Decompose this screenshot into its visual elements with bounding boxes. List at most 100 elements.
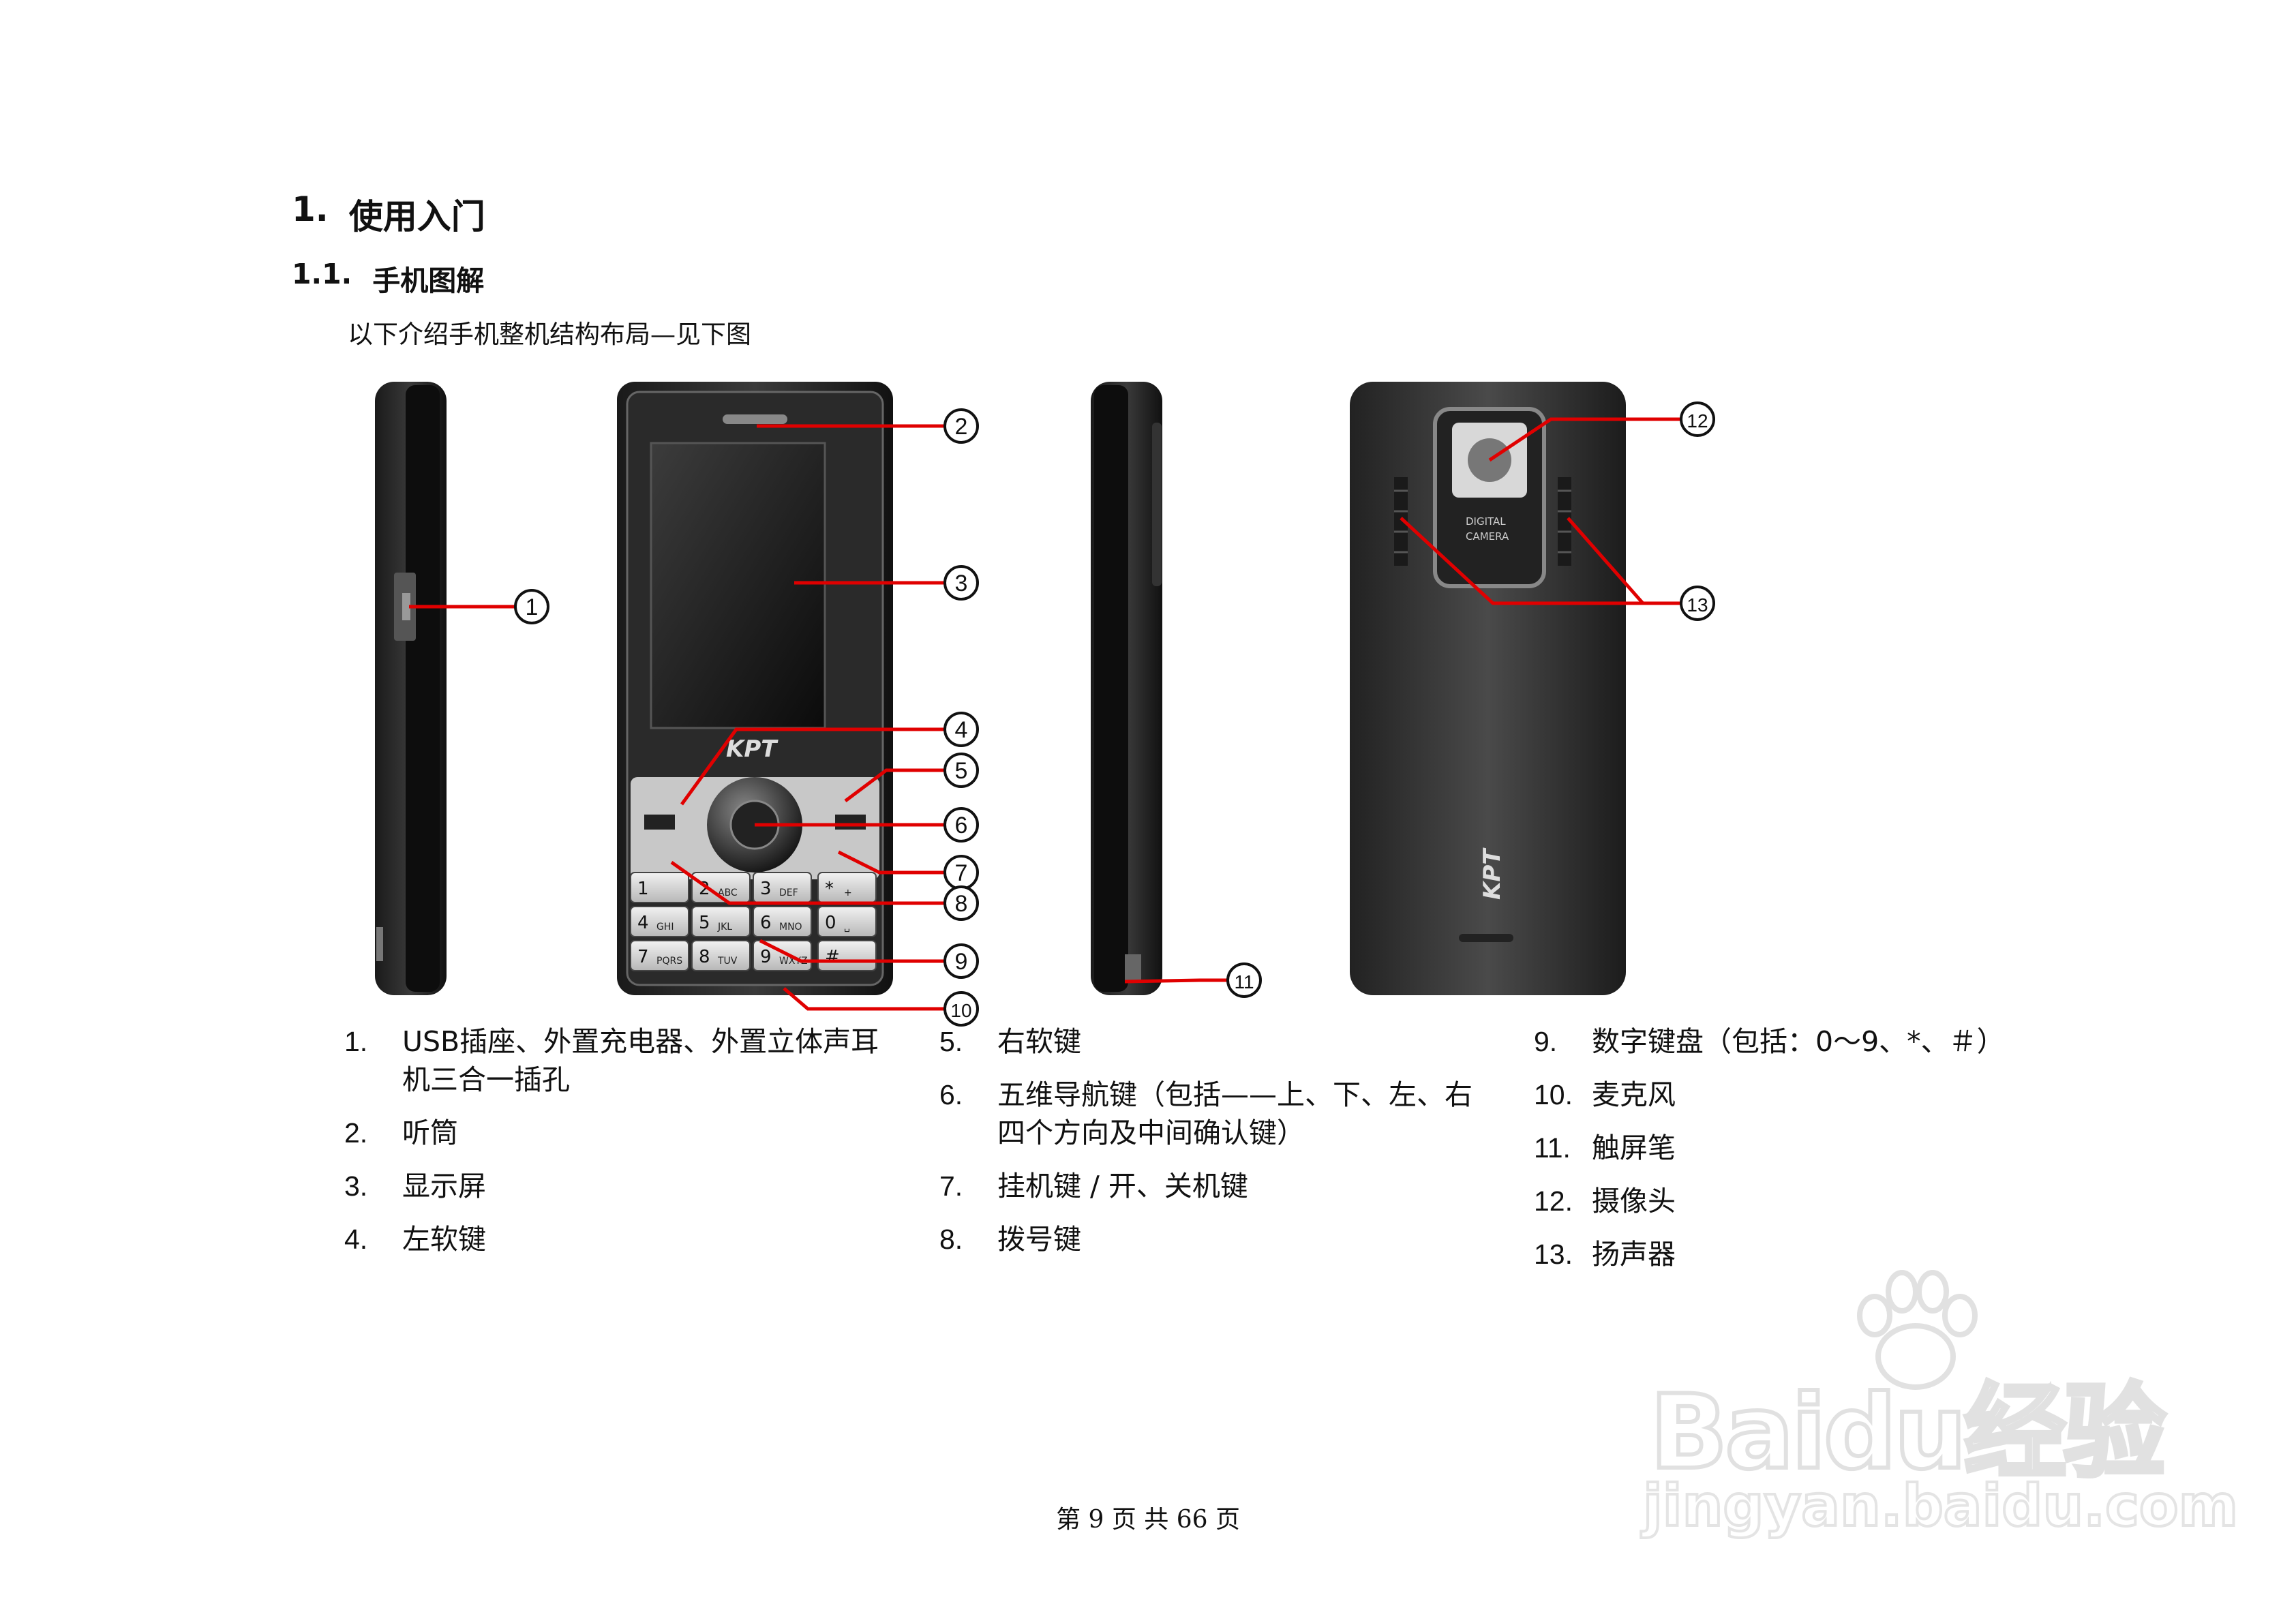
keypad-key [630, 906, 689, 937]
legend-label: 扬声器 [1592, 1238, 1676, 1271]
callout-circle [943, 991, 979, 1027]
legend-column-2: 5.右软键 6. 五维导航键（包括——上、下、左、右四个方向及中间确认键） 7. 挂机键… [939, 1022, 1485, 1273]
legend-item: 6. 五维导航键（包括——上、下、左、右四个方向及中间确认键） [939, 1076, 1485, 1152]
legend-label: 挂机键 / 开、关机键 [997, 1170, 1248, 1202]
callout-circle [1680, 586, 1715, 621]
legend-item: 13. 扬声器 [1534, 1235, 2079, 1273]
callout-number: 7 [955, 860, 968, 886]
legend-label: 触屏笔 [1592, 1132, 1676, 1164]
subsection-title: 手机图解 [372, 264, 485, 297]
callout-circle [943, 753, 979, 788]
legend-item: 10. 麦克风 [1534, 1076, 2079, 1114]
keypad-key [630, 872, 689, 903]
left-soft-key [644, 815, 675, 830]
callout-number: 4 [955, 717, 968, 743]
legend-label: USB插座、外置充电器、外置立体声耳机三合一插孔 [402, 1025, 879, 1096]
callout-number: 12 [1687, 410, 1708, 431]
paw-icon [1857, 1270, 1978, 1390]
camera-label-line2: CAMERA [1466, 530, 1509, 543]
legend-label: 左软键 [402, 1223, 486, 1256]
section-heading: 1. 使用入门 [292, 189, 485, 239]
key-letters: GHI [656, 922, 674, 932]
legend-number: 6. [939, 1079, 963, 1110]
legend-number: 9. [1534, 1026, 1558, 1057]
legend-number: 11. [1534, 1132, 1571, 1164]
legend-label: 麦克风 [1592, 1078, 1676, 1111]
stylus-slot [1125, 954, 1141, 982]
key-letters: TUV [717, 956, 738, 967]
keypad-key [817, 906, 877, 937]
key-digit: 1 [637, 879, 649, 899]
legend-item: 5.右软键 [939, 1022, 1485, 1061]
callout-circle [943, 885, 979, 921]
camera-label-line1: DIGITAL [1466, 515, 1506, 528]
callout-number: 6 [955, 813, 968, 838]
section-number: 1. [292, 189, 329, 229]
callout-number: 1 [526, 594, 539, 620]
subsection-heading: 1.1. 手机图解 [292, 258, 484, 299]
legend-item: 1. USB插座、外置充电器、外置立体声耳机三合一插孔 [344, 1022, 890, 1099]
legend-number: 4. [344, 1224, 368, 1255]
key-letters: ␣ [844, 922, 850, 932]
legend-item: 3.显示屏 [344, 1167, 890, 1205]
legend-item: 8.拨号键 [939, 1220, 1485, 1258]
front-brand-logo: KPT [726, 735, 779, 763]
callout-circle [1680, 401, 1715, 437]
legend-item: 4. 左软键 [344, 1220, 890, 1258]
keypad-key [753, 940, 812, 971]
legend-number: 5. [939, 1026, 963, 1057]
callout-number: 2 [955, 414, 968, 440]
legend-label: 显示屏 [402, 1170, 486, 1202]
callout-number: 10 [950, 1000, 971, 1021]
watermark-url: jingyan.baidu.com [1642, 1471, 2239, 1541]
legend-number: 10. [1534, 1079, 1573, 1110]
key-digit: 0 [825, 913, 836, 933]
legend-item: 9.数字键盘（包括：0～9、*、＃） [1534, 1022, 2079, 1061]
keypad-key [691, 940, 751, 971]
phone-right-side [1091, 382, 1162, 995]
key-digit: 8 [699, 947, 710, 967]
key-letters: WXYZ [779, 956, 808, 967]
callout-number: 3 [955, 571, 968, 596]
legend-number: 1. [344, 1026, 368, 1057]
callout-number: 11 [1234, 971, 1254, 992]
key-digit: 3 [760, 879, 772, 899]
legend-number: 13. [1534, 1239, 1573, 1270]
legend-number: 8. [939, 1224, 963, 1255]
keypad-key [691, 872, 751, 903]
phone-left-side [375, 382, 447, 995]
callout-circle [943, 712, 979, 747]
key-letters: PQRS [656, 956, 682, 967]
legend-number: 7. [939, 1170, 963, 1202]
earpiece [723, 414, 787, 424]
display-screen [650, 442, 826, 729]
key-letters: ABC [718, 888, 738, 898]
key-letters: DEF [779, 888, 798, 898]
keypad-key [691, 906, 751, 937]
phone-back: DIGITAL CAMERA KPT [1350, 382, 1626, 995]
key-digit: # [825, 947, 840, 967]
callout-circle [1226, 962, 1262, 998]
callout-number: 13 [1687, 594, 1708, 616]
speaker-grille-left [1394, 477, 1408, 566]
legend-number: 12. [1534, 1185, 1573, 1217]
legend-item: 12.摄像头 [1534, 1182, 2079, 1220]
intro-text: 以下介绍手机整机结构布局—见下图 [348, 320, 751, 349]
legend-label: 五维导航键（包括——上、下、左、右四个方向及中间确认键） [997, 1078, 1472, 1149]
key-digit: 5 [699, 913, 710, 933]
callout-circle [514, 589, 549, 624]
page-footer: 第 9 页 共 66 页 [1056, 1506, 1240, 1534]
legend-number: 2. [344, 1117, 368, 1149]
right-soft-key [835, 815, 866, 830]
legend-item: 7. 挂机键 / 开、关机键 [939, 1167, 1485, 1205]
key-letters: + [844, 888, 852, 898]
speaker-grille-right [1558, 477, 1571, 566]
key-digit: * [825, 879, 834, 899]
callout-circle [943, 943, 979, 979]
callout-number: 8 [955, 891, 968, 917]
